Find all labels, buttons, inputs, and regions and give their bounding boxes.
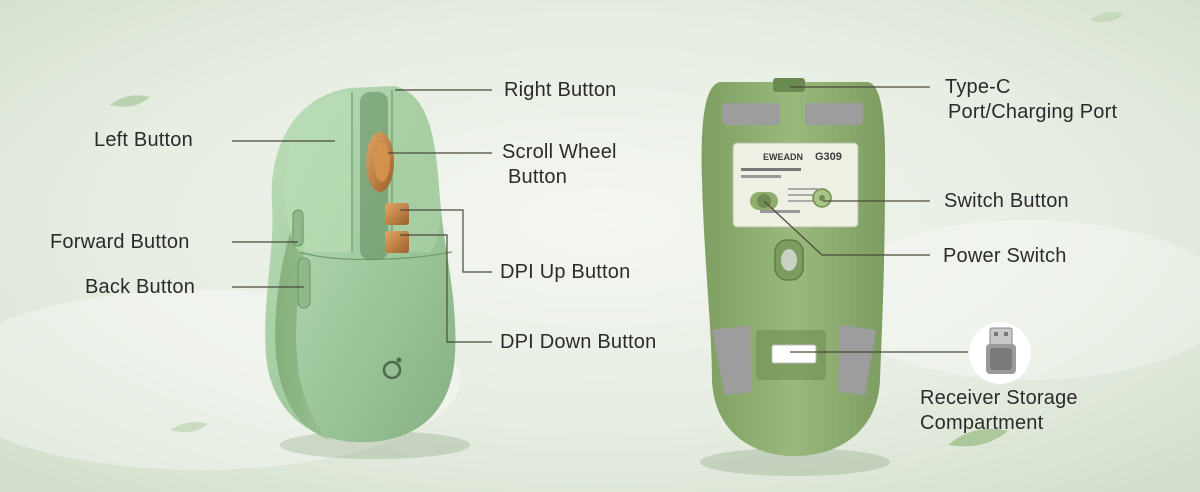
forward-button-label: Forward Button — [50, 231, 190, 253]
back-button-cap — [297, 257, 311, 309]
label-text-lines — [788, 188, 818, 190]
label-text-lines — [741, 175, 781, 178]
leaf-decoration — [110, 95, 150, 107]
leaf-decoration — [1090, 12, 1124, 22]
scroll-wheel-core — [374, 142, 390, 182]
mouse-shadow — [700, 448, 890, 476]
receiver-label-line1: Receiver Storage — [920, 387, 1078, 409]
usb-receiver-icon — [969, 322, 1031, 384]
label-text-lines — [788, 194, 816, 196]
brand-logo-dot — [396, 357, 402, 363]
right-leader-lines — [763, 86, 968, 353]
dpi-up-button-label: DPI Up Button — [500, 261, 631, 283]
label-model: G309 — [815, 151, 842, 163]
power-switch-label: Power Switch — [943, 245, 1067, 267]
scroll-wheel-label-line1: Scroll Wheel — [502, 141, 617, 163]
type-c-port-notch — [773, 78, 805, 92]
mist-cloud — [830, 220, 1200, 380]
mouse-skate — [805, 103, 863, 125]
back-button-label: Back Button — [85, 276, 196, 298]
label-text-lines — [788, 200, 818, 202]
leader-dpi-up — [400, 209, 492, 273]
mouse-side-grip — [275, 205, 330, 440]
right-button-label: Right Button — [504, 79, 617, 101]
brand-logo-mark — [382, 360, 402, 380]
dpi-down-button-label: DPI Down Button — [500, 331, 657, 353]
scroll-wheel-label-line2: Button — [508, 166, 568, 188]
receiver-label-line2: Compartment — [920, 412, 1044, 434]
type-c-label-line2: Port/Charging Port — [948, 101, 1118, 123]
label-brand: EWEADN — [763, 152, 803, 162]
dpi-down-button-cap — [385, 231, 409, 253]
dpi-up-button-cap — [385, 203, 409, 225]
mouse-skate — [712, 325, 752, 395]
mouse-skate — [722, 103, 780, 125]
leader-power-switch — [763, 200, 930, 256]
forward-button-cap — [292, 209, 304, 247]
mouse-top-view — [265, 86, 470, 459]
left-button-label: Left Button — [94, 129, 193, 151]
label-text-lines — [741, 168, 801, 171]
receiver-slot — [771, 344, 817, 364]
leaf-decoration — [170, 422, 208, 432]
optical-sensor-lens — [781, 249, 797, 271]
switch-button-dot — [819, 195, 825, 201]
mouse-bottom-view: EWEADN G309 — [700, 78, 890, 476]
leaf-decoration — [948, 428, 1008, 447]
label-text-lines — [760, 210, 800, 213]
mouse-skate — [838, 325, 876, 395]
left-leader-lines — [232, 89, 492, 343]
type-c-label-line1: Type-C — [945, 76, 1011, 98]
switch-button-label: Switch Button — [944, 190, 1069, 212]
leader-dpi-down — [400, 234, 492, 343]
